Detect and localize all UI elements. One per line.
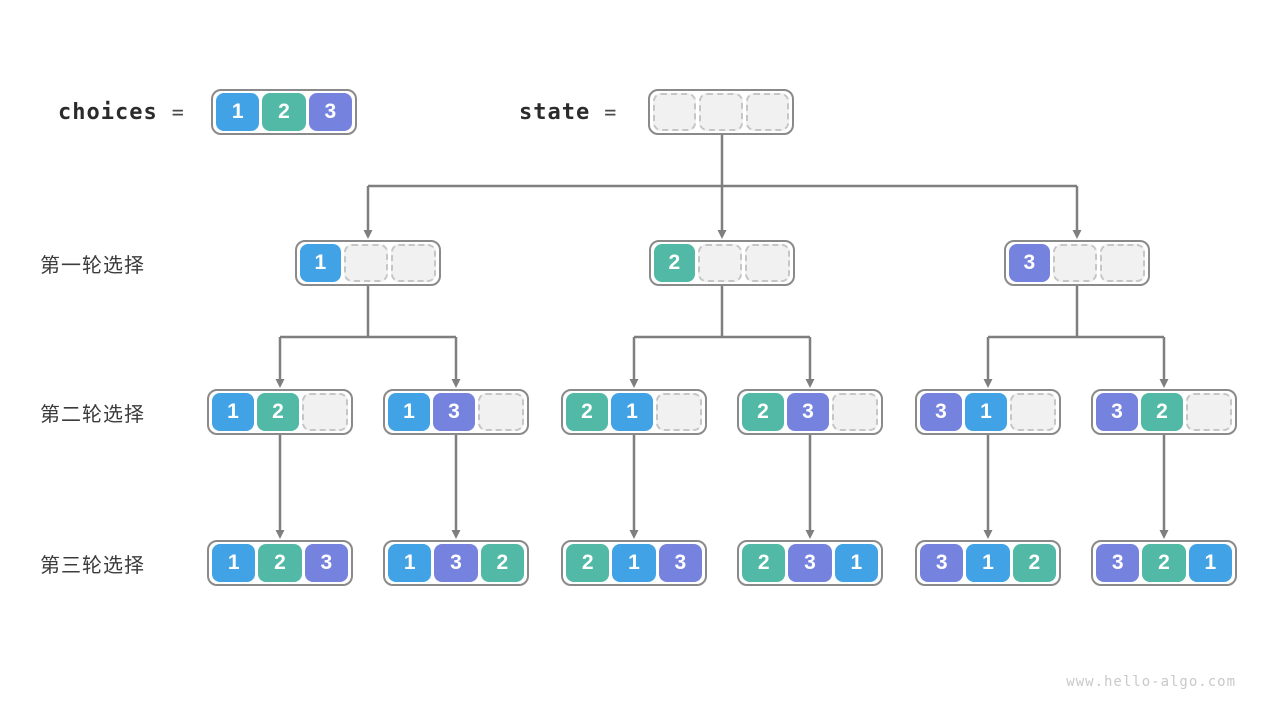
choices-cell-2: 2 [262, 93, 306, 131]
node-cell: 3 [920, 544, 964, 582]
node-cell-empty [656, 393, 702, 431]
node-cell: 3 [787, 393, 829, 431]
choices-word: choices [58, 99, 158, 125]
choices-label: choices = [58, 89, 184, 135]
choices-cell-1: 1 [216, 93, 260, 131]
tree-node-2: 2 [649, 240, 795, 286]
tree-node-32: 3 2 [1091, 389, 1237, 435]
tree-node-21: 2 1 [561, 389, 707, 435]
watermark: www.hello-algo.com [1066, 674, 1236, 690]
tree-node-3: 3 [1004, 240, 1150, 286]
node-cell: 3 [1096, 544, 1140, 582]
tree-node-321: 3 2 1 [1091, 540, 1237, 586]
node-cell: 2 [654, 244, 695, 282]
state-cell-empty [699, 93, 743, 131]
node-cell-empty [1100, 244, 1146, 282]
tree-node-12: 1 2 [207, 389, 353, 435]
node-cell: 2 [257, 393, 299, 431]
node-cell: 3 [920, 393, 962, 431]
tree-node-213: 2 1 3 [561, 540, 707, 586]
state-label: state = [519, 89, 616, 135]
node-cell: 2 [1012, 544, 1056, 582]
node-cell: 1 [834, 544, 878, 582]
choices-array: 1 2 3 [211, 89, 357, 135]
node-cell-empty [391, 244, 437, 282]
tree-node-23: 2 3 [737, 389, 883, 435]
round-1-label: 第一轮选择 [40, 254, 145, 277]
tree-node-31: 3 1 [915, 389, 1061, 435]
node-cell-empty [1052, 244, 1098, 282]
node-cell: 1 [388, 393, 430, 431]
node-cell-empty [1186, 393, 1232, 431]
node-cell: 3 [1096, 393, 1138, 431]
state-cell-empty [653, 93, 697, 131]
node-cell-empty [745, 244, 791, 282]
round-2-label: 第二轮选择 [40, 403, 145, 426]
node-cell: 3 [434, 544, 478, 582]
node-cell: 1 [388, 544, 432, 582]
node-cell: 1 [612, 544, 656, 582]
tree-node-123: 1 2 3 [207, 540, 353, 586]
node-cell-empty [302, 393, 348, 431]
node-cell-empty [697, 244, 743, 282]
node-cell: 3 [1009, 244, 1050, 282]
node-cell: 1 [966, 544, 1010, 582]
node-cell: 1 [965, 393, 1007, 431]
tree-node-231: 2 3 1 [737, 540, 883, 586]
tree-node-13: 1 3 [383, 389, 529, 435]
node-cell: 2 [742, 393, 784, 431]
choices-equals-sign: = [171, 100, 184, 124]
round-3-label: 第三轮选择 [40, 554, 145, 577]
node-cell: 2 [742, 544, 786, 582]
state-array-empty [648, 89, 794, 135]
state-equals-sign: = [604, 100, 617, 124]
state-cell-empty [745, 93, 789, 131]
node-cell: 2 [566, 393, 608, 431]
node-cell: 1 [212, 393, 254, 431]
node-cell: 1 [1188, 544, 1232, 582]
tree-node-132: 1 3 2 [383, 540, 529, 586]
node-cell: 3 [433, 393, 475, 431]
node-cell-empty [343, 244, 389, 282]
node-cell: 2 [1141, 393, 1183, 431]
tree-node-1: 1 [295, 240, 441, 286]
node-cell: 2 [258, 544, 302, 582]
node-cell: 1 [611, 393, 653, 431]
node-cell: 2 [480, 544, 524, 582]
node-cell: 1 [212, 544, 256, 582]
node-cell-empty [1010, 393, 1056, 431]
node-cell: 3 [304, 544, 348, 582]
node-cell: 2 [1142, 544, 1186, 582]
node-cell-empty [478, 393, 524, 431]
node-cell-empty [832, 393, 878, 431]
node-cell: 2 [566, 544, 610, 582]
choices-cell-3: 3 [308, 93, 352, 131]
node-cell: 1 [300, 244, 341, 282]
node-cell: 3 [788, 544, 832, 582]
node-cell: 3 [658, 544, 702, 582]
state-word: state [519, 99, 591, 125]
tree-node-312: 3 1 2 [915, 540, 1061, 586]
